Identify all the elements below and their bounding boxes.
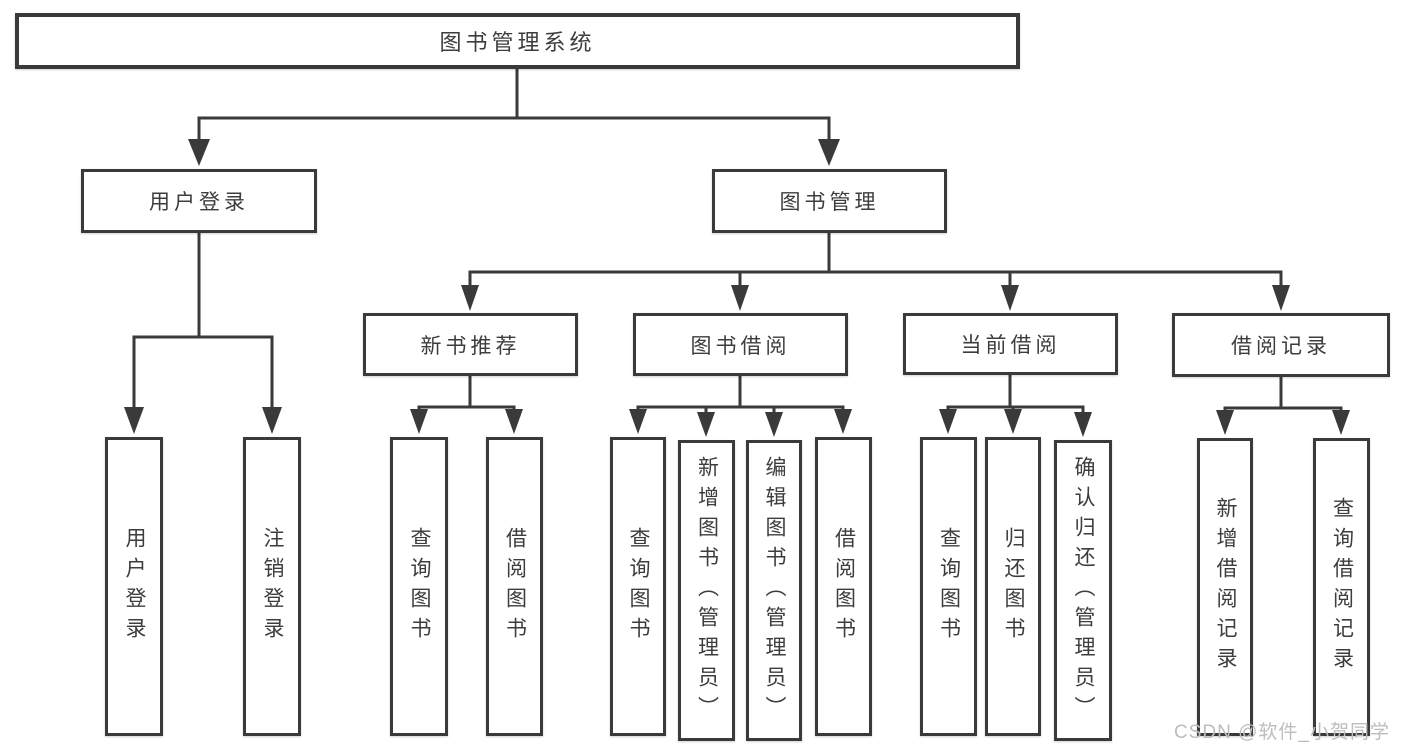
leaf-borrow-books-1: 借阅图书	[486, 437, 543, 736]
node-library-management-system: 图书管理系统	[15, 13, 1020, 69]
leaf-query-books-2: 查询图书	[610, 437, 666, 736]
leaf-logout: 注销登录	[243, 437, 301, 736]
leaf-borrow-books-2: 借阅图书	[815, 437, 872, 736]
leaf-confirm-return-admin: 确认归还（管理员）	[1054, 440, 1112, 741]
leaf-query-borrow-record: 查询借阅记录	[1313, 438, 1370, 736]
leaf-query-books-1: 查询图书	[390, 437, 448, 736]
node-borrowing-records: 借阅记录	[1172, 313, 1390, 377]
leaf-query-books-3: 查询图书	[920, 437, 977, 736]
node-book-borrowing: 图书借阅	[633, 313, 848, 376]
leaf-edit-books-admin: 编辑图书（管理员）	[746, 440, 802, 741]
leaf-add-borrow-record: 新增借阅记录	[1197, 438, 1253, 736]
leaf-user-login: 用户登录	[105, 437, 163, 736]
leaf-add-books-admin: 新增图书（管理员）	[678, 440, 735, 741]
node-user-login: 用户登录	[81, 169, 317, 233]
node-book-management: 图书管理	[712, 169, 947, 233]
csdn-watermark: CSDN @软件_小贺同学	[1174, 722, 1390, 743]
node-new-book-recommend: 新书推荐	[363, 313, 578, 376]
leaf-return-books: 归还图书	[985, 437, 1041, 736]
node-current-borrowing: 当前借阅	[903, 313, 1118, 375]
